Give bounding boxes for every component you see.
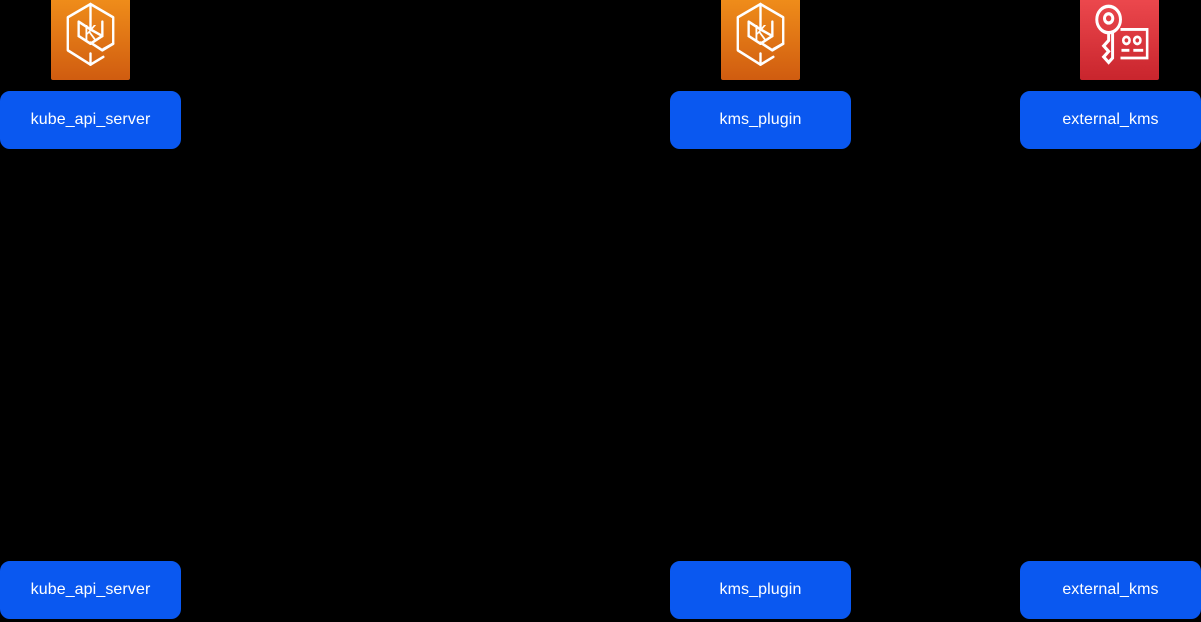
kubernetes-eks-icon: K (721, 0, 800, 80)
participant-label: kube_api_server (30, 111, 151, 128)
participant-box-external-kms-top[interactable]: external_kms (1020, 91, 1201, 149)
participant-label: kube_api_server (30, 581, 151, 598)
lifeline-external-kms (1110, 149, 1111, 561)
svg-text:K: K (754, 21, 767, 45)
lifeline-kube-api-server (90, 149, 91, 561)
participant-box-kube-api-server-bottom[interactable]: kube_api_server (0, 561, 181, 619)
participant-label: external_kms (1062, 581, 1159, 598)
kubernetes-eks-icon: K (51, 0, 130, 80)
participant-box-kms-plugin-top[interactable]: kms_plugin (670, 91, 851, 149)
participant-box-external-kms-bottom[interactable]: external_kms (1020, 561, 1201, 619)
lifeline-kms-plugin (760, 149, 761, 561)
participant-label: kms_plugin (719, 581, 802, 598)
svg-text:K: K (84, 21, 97, 45)
participant-box-kube-api-server-top[interactable]: kube_api_server (0, 91, 181, 149)
participant-box-kms-plugin-bottom[interactable]: kms_plugin (670, 561, 851, 619)
aws-kms-key-icon (1080, 0, 1159, 80)
participant-label: external_kms (1062, 111, 1159, 128)
participant-label: kms_plugin (719, 111, 802, 128)
